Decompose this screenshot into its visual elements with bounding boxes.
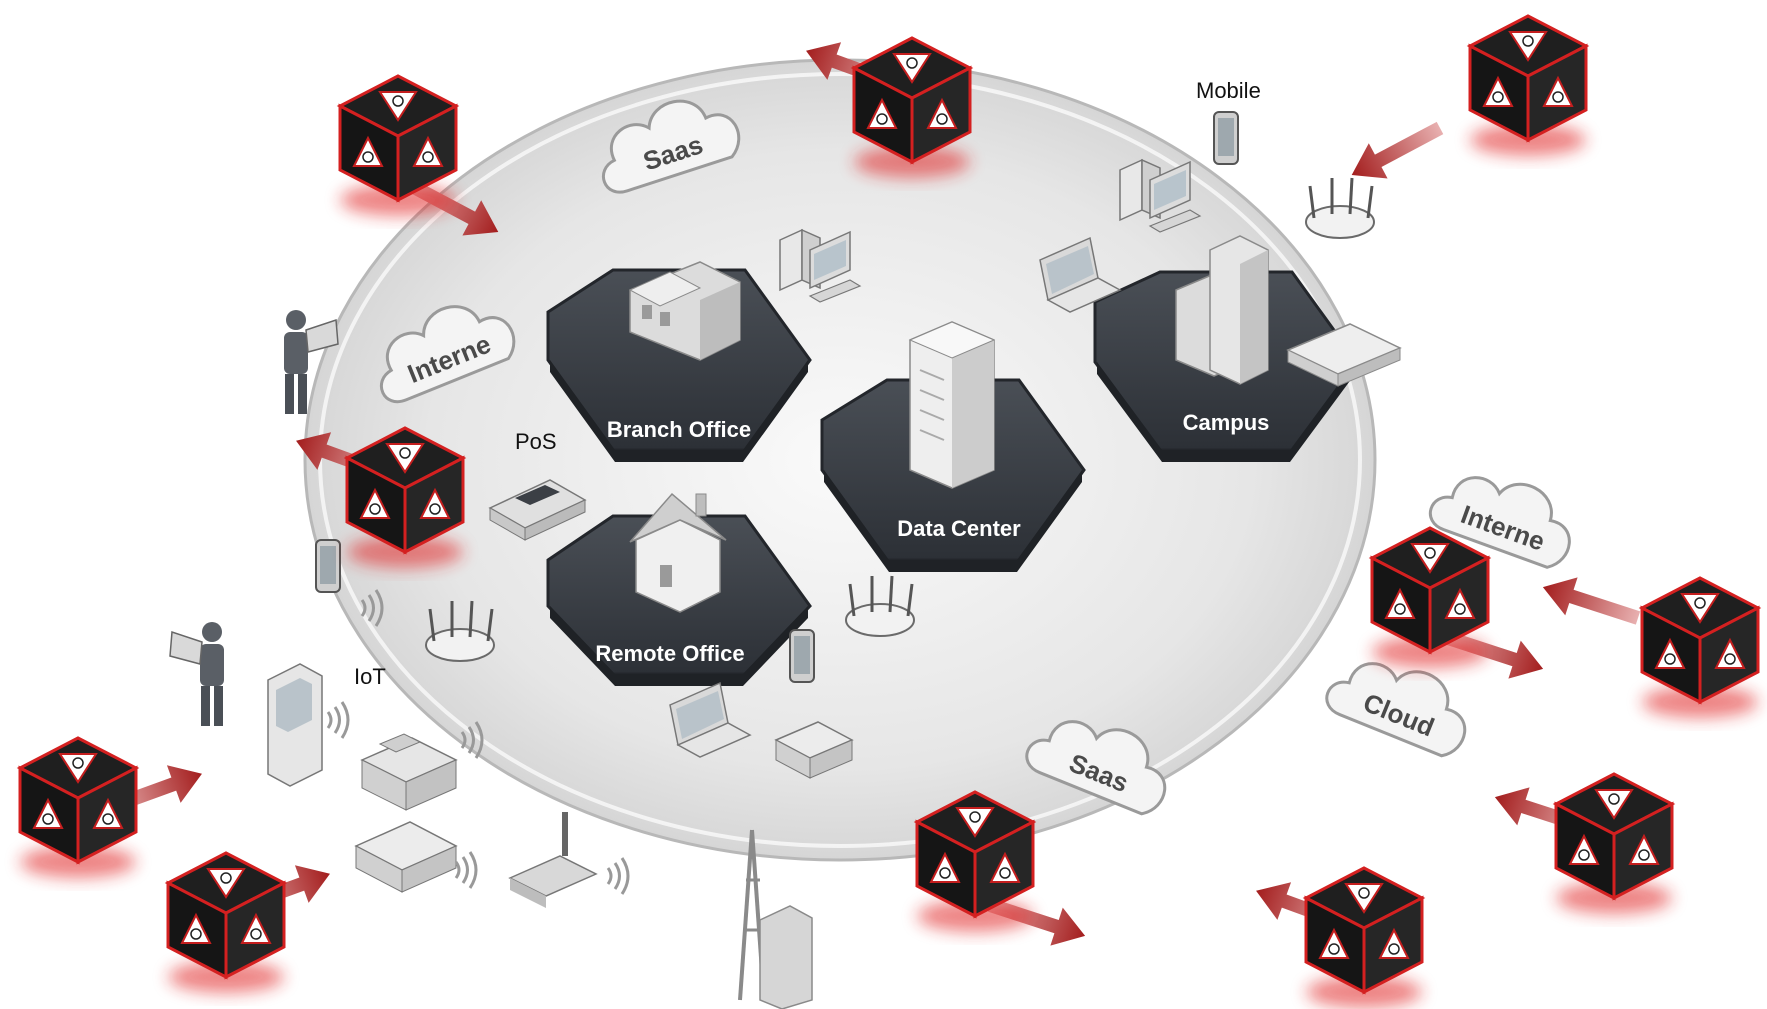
campus-switch-icon: [1286, 323, 1402, 387]
access-point-icon: [1304, 176, 1376, 240]
threat-cube-icon: [1556, 774, 1672, 914]
remote-office-label: Remote Office: [595, 641, 744, 666]
branch-office-building-icon: [628, 261, 741, 361]
iot-kiosk-icon: [267, 663, 323, 787]
scanner-printer-icon: [774, 721, 854, 779]
branch-office-zone[interactable]: Branch Office: [546, 261, 812, 462]
branch-office-label: Branch Office: [607, 417, 751, 442]
data-center-server-tower-icon: [908, 321, 996, 489]
signal-waves-icon: [326, 700, 350, 740]
threat-cube-icon: [854, 38, 970, 178]
mobile-label: Mobile: [1196, 78, 1261, 103]
threat-cube-icon: [1642, 578, 1758, 718]
scanner-printer-icon: [354, 821, 458, 893]
threat-cube-icon: [168, 853, 284, 993]
threat-cube-icon: [917, 792, 1033, 932]
threat-cube-icon: [347, 428, 463, 568]
iot-label: IoT: [354, 664, 386, 689]
pos-label: PoS: [515, 429, 557, 454]
person-with-laptop-icon: [169, 621, 225, 727]
threat-cube-icon: [1470, 16, 1586, 156]
threat-cube-icon: [1306, 868, 1422, 1008]
remote-office-house-icon: [629, 492, 727, 613]
cash-register-icon: [360, 733, 458, 811]
campus-building-icon: [1175, 235, 1269, 385]
cell-tower-icon: [738, 829, 813, 1009]
saas-cloud-top: Saas: [585, 83, 747, 199]
pos-terminal-icon: [488, 479, 587, 541]
mobile-phone-icon: [789, 629, 815, 683]
data-center-zone[interactable]: Data Center: [820, 321, 1086, 572]
threat-arrow-icon: [1342, 110, 1450, 193]
remote-office-zone[interactable]: Remote Office: [546, 492, 812, 686]
threat-arrow-icon: [1536, 568, 1645, 638]
threat-cube-icon: [340, 76, 456, 216]
signal-waves-icon: [606, 856, 630, 896]
threat-cube-icon: [20, 738, 136, 878]
campus-zone[interactable]: Campus: [1093, 235, 1402, 462]
payment-terminal-icon: [508, 812, 598, 908]
signal-waves-icon: [454, 850, 478, 890]
mobile-phone-icon: [315, 539, 341, 593]
mobile-phone-icon: [1213, 111, 1239, 165]
campus-label: Campus: [1183, 410, 1270, 435]
data-center-label: Data Center: [897, 516, 1021, 541]
threat-cube-icon: [1372, 528, 1488, 668]
